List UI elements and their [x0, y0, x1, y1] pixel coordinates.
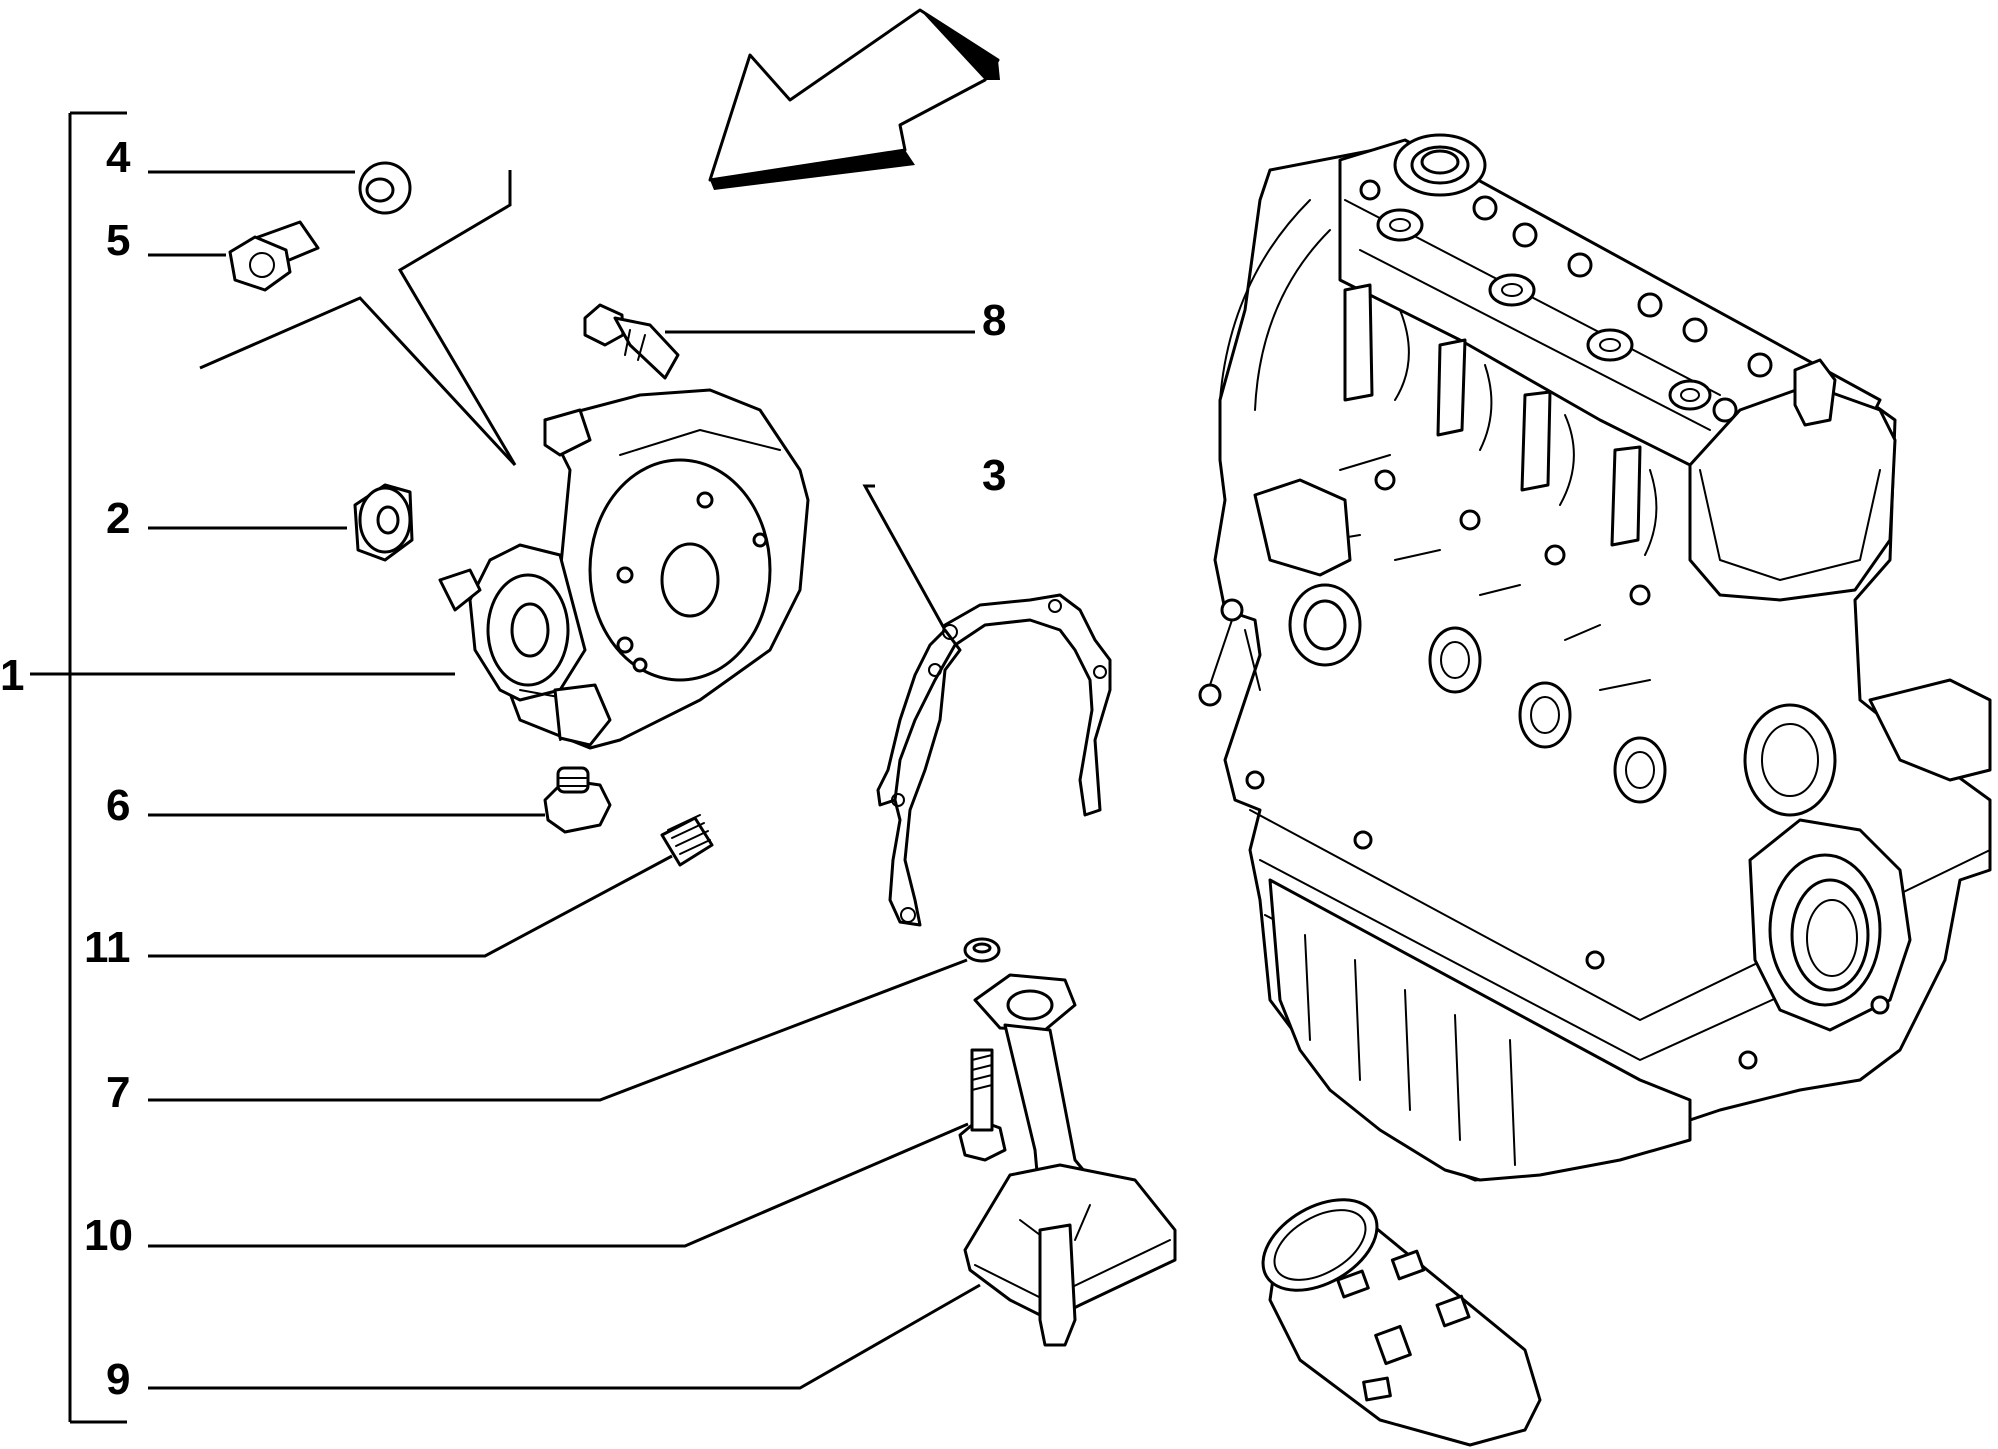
- callout-8: 8: [982, 296, 1006, 345]
- plug-bolt-part: [228, 220, 320, 292]
- callout-2: 2: [106, 494, 130, 543]
- callout-11: 11: [84, 923, 131, 972]
- sealing-ring-part: [358, 161, 412, 215]
- assembly-bracket: [68, 111, 127, 1424]
- oil-filter-icon: [1261, 1198, 1542, 1447]
- o-ring-part: [963, 937, 1001, 963]
- oil-strainer-part: [963, 973, 1177, 1347]
- engine-block-icon: [1198, 133, 1992, 1182]
- screw-part: [958, 1048, 1007, 1162]
- direction-arrow-icon: [708, 8, 1000, 190]
- callout-4: 4: [106, 133, 131, 182]
- callout-labels: 1 2 3 4 5 6 7 8 9 10 11: [0, 133, 1006, 1404]
- callout-6: 6: [106, 781, 130, 830]
- drain-plug-part: [543, 766, 612, 834]
- valve-part: [583, 303, 680, 380]
- callout-10: 10: [84, 1211, 133, 1260]
- callout-1: 1: [0, 651, 24, 700]
- spring-stud-part: [660, 814, 714, 867]
- callout-5: 5: [106, 216, 130, 265]
- callout-9: 9: [106, 1355, 130, 1404]
- oil-pump-part: [438, 388, 810, 750]
- callout-7: 7: [106, 1068, 130, 1117]
- nut-part: [353, 483, 414, 562]
- leader-lines: [30, 170, 981, 1390]
- callout-3: 3: [982, 451, 1006, 500]
- gasket-part: [876, 593, 1112, 927]
